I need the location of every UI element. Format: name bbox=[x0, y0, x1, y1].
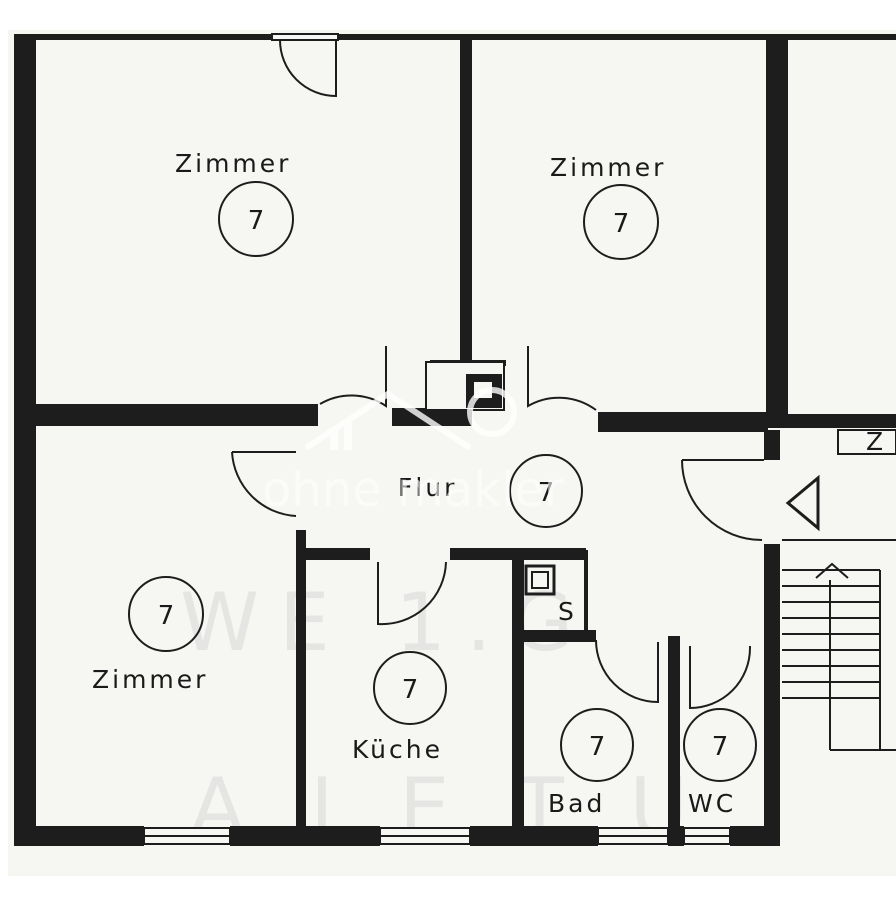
room-label-flur: Flur bbox=[398, 473, 457, 502]
room-number-circle-bad bbox=[560, 708, 634, 782]
room-number-bad: 7 bbox=[589, 732, 606, 762]
room-label-wc: WC bbox=[688, 789, 736, 818]
walls bbox=[14, 34, 896, 846]
room-number-circle-kueche bbox=[373, 651, 447, 725]
chimney bbox=[425, 361, 505, 411]
staircase bbox=[782, 539, 896, 751]
room-number-circle-wc bbox=[683, 708, 757, 782]
room-label-zimmer-2: Zimmer bbox=[550, 153, 666, 182]
edge-label-box bbox=[837, 429, 896, 455]
room-number-wc: 7 bbox=[712, 732, 729, 762]
room-number-circle-flur bbox=[509, 454, 583, 528]
closet-label: S bbox=[558, 597, 577, 626]
watermark-logo: ohne makler bbox=[262, 387, 564, 518]
room-label-bad: Bad bbox=[548, 789, 605, 818]
windows bbox=[143, 33, 731, 845]
room-number-zimmer-3: 7 bbox=[158, 601, 175, 631]
location-pin-icon bbox=[467, 387, 517, 437]
entrance-triangle-icon bbox=[785, 474, 820, 532]
watermark-text: ohne makler bbox=[262, 462, 564, 518]
plan-paper bbox=[8, 30, 896, 876]
room-label-zimmer-3: Zimmer bbox=[92, 665, 208, 694]
room-number-circle-zimmer-3 bbox=[128, 576, 204, 652]
door-swings bbox=[231, 39, 764, 710]
edge-label: Z bbox=[866, 427, 886, 456]
room-number-circle-zimmer-2 bbox=[583, 184, 659, 260]
room-label-kueche: Küche bbox=[352, 735, 443, 764]
room-label-zimmer-1: Zimmer bbox=[175, 149, 291, 178]
room-number-zimmer-2: 7 bbox=[613, 209, 630, 239]
closet-shaft bbox=[524, 564, 556, 596]
room-number-kueche: 7 bbox=[402, 675, 419, 705]
ghost-text-top: WE 1.G bbox=[180, 576, 593, 669]
room-number-flur: 7 bbox=[538, 478, 555, 508]
room-number-circle-zimmer-1 bbox=[218, 181, 294, 257]
room-number-zimmer-1: 7 bbox=[248, 206, 265, 236]
